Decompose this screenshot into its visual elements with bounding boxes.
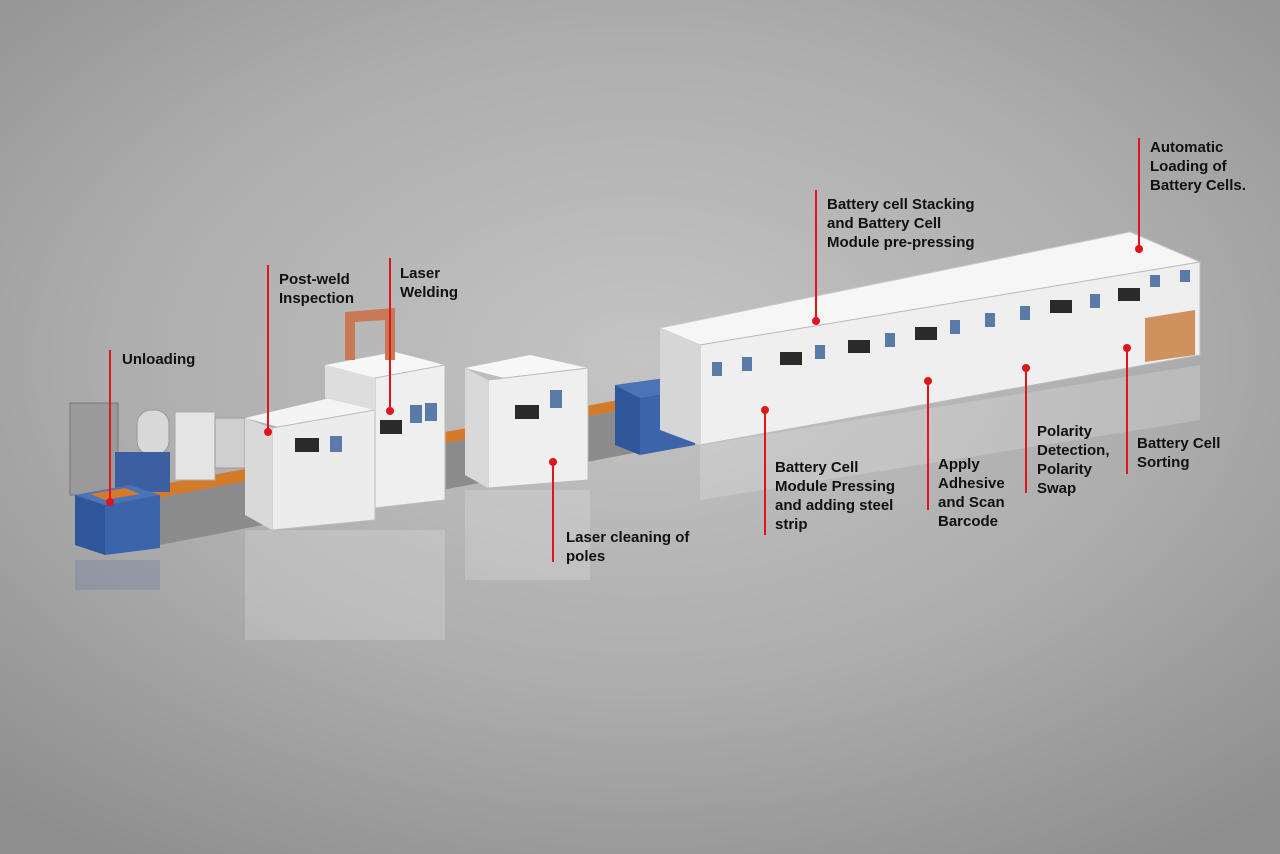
label-laser-cleaning: Laser cleaning of poles — [566, 529, 690, 565]
leader-line — [109, 350, 111, 502]
marker-dot — [1022, 364, 1030, 372]
leader-line — [927, 381, 929, 510]
marker-dot — [264, 428, 272, 436]
unloading-unit — [75, 485, 160, 555]
leader-line — [1138, 138, 1140, 249]
leader-line — [1126, 348, 1128, 474]
label-unloading: Unloading — [122, 351, 196, 368]
leader-line — [267, 265, 269, 432]
leader-line — [1025, 368, 1027, 493]
leader-line — [764, 410, 766, 535]
marker-dot — [761, 406, 769, 414]
label-stacking: Battery cell Stacking and Battery Cell M… — [827, 196, 975, 251]
label-sorting: Battery Cell Sorting — [1137, 435, 1221, 471]
label-post-weld-inspection: Post-weld Inspection — [279, 271, 355, 307]
leader-line — [552, 462, 554, 562]
label-adhesive: Apply Adhesive and Scan Barcode — [938, 456, 1005, 530]
marker-dot — [1135, 245, 1143, 253]
assembly-line-main — [658, 231, 1202, 446]
marker-dot — [924, 377, 932, 385]
marker-dot — [549, 458, 557, 466]
welding-block — [245, 308, 446, 531]
marker-dot — [386, 407, 394, 415]
leader-line — [815, 190, 817, 321]
marker-dot — [812, 317, 820, 325]
floor-reflection — [75, 365, 1200, 640]
marker-dot — [1123, 344, 1131, 352]
label-auto-loading: Automatic Loading of Battery Cells. — [1150, 139, 1246, 194]
marker-dot — [106, 498, 114, 506]
label-polarity: Polarity Detection, Polarity Swap — [1037, 423, 1110, 497]
leader-line — [389, 258, 391, 411]
laser-cleaning-unit — [465, 355, 589, 489]
label-module-pressing: Battery Cell Module Pressing and adding … — [775, 459, 896, 533]
label-laser-welding: Laser Welding — [400, 265, 459, 301]
